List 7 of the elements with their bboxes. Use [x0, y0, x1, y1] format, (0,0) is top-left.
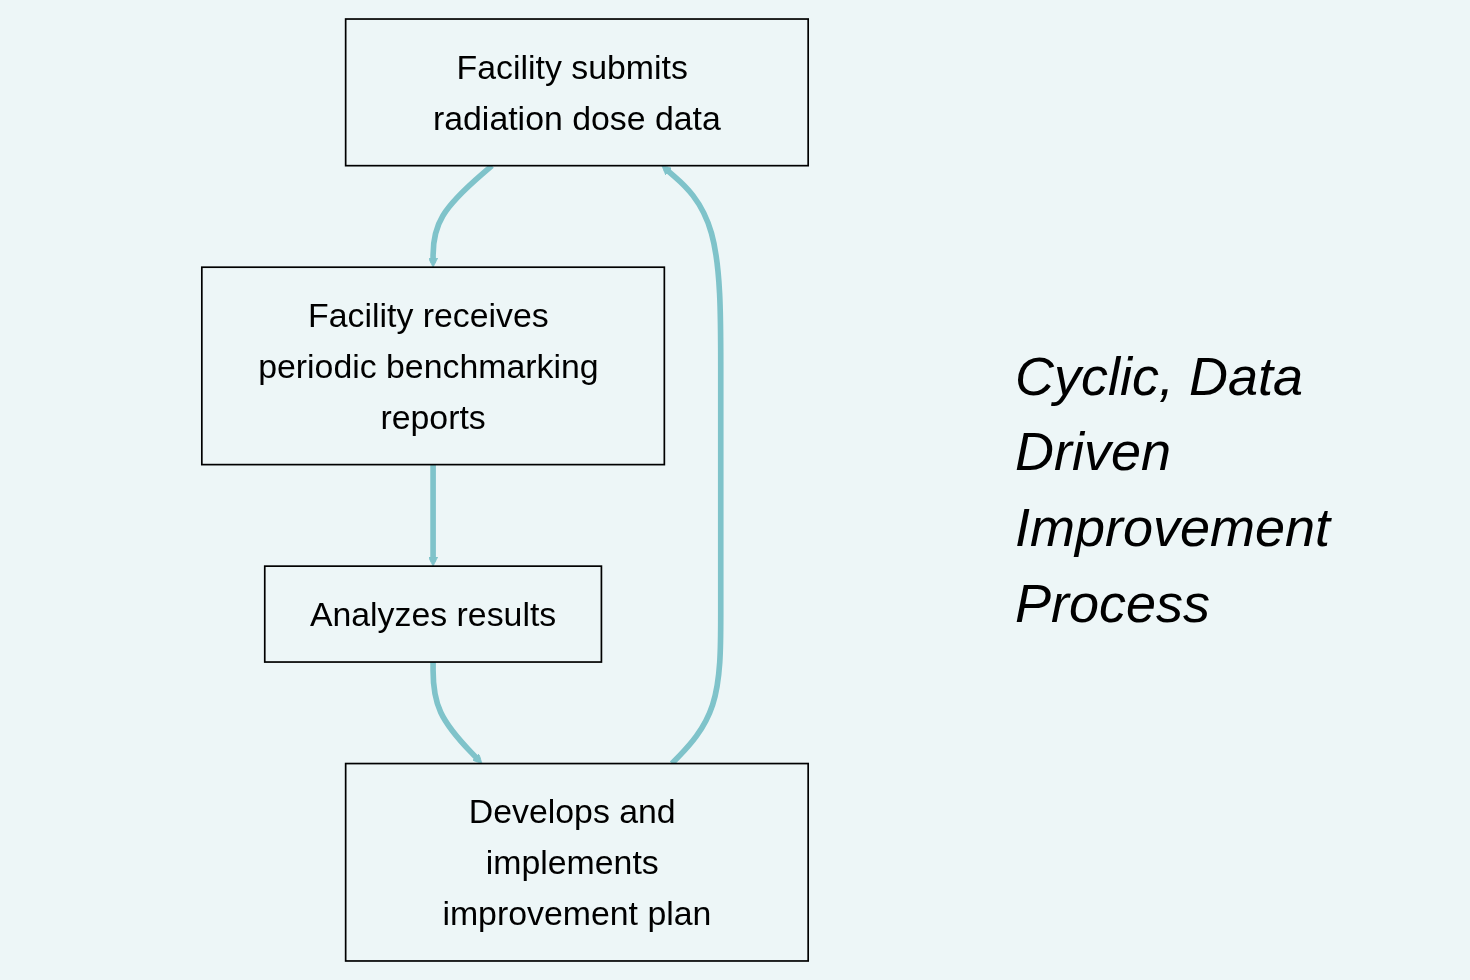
- node-box: Facility receives periodic benchmarking reports: [201, 266, 666, 466]
- title: Cyclic, Data Driven Improvement Process: [1015, 344, 1333, 635]
- node-box: Analyzes results: [263, 565, 603, 663]
- arrow: [428, 464, 439, 567]
- arrow: [430, 662, 483, 764]
- node-box: Develops and implements improvement plan: [344, 762, 809, 962]
- node-box: Facility submits radiation dose data: [344, 18, 809, 167]
